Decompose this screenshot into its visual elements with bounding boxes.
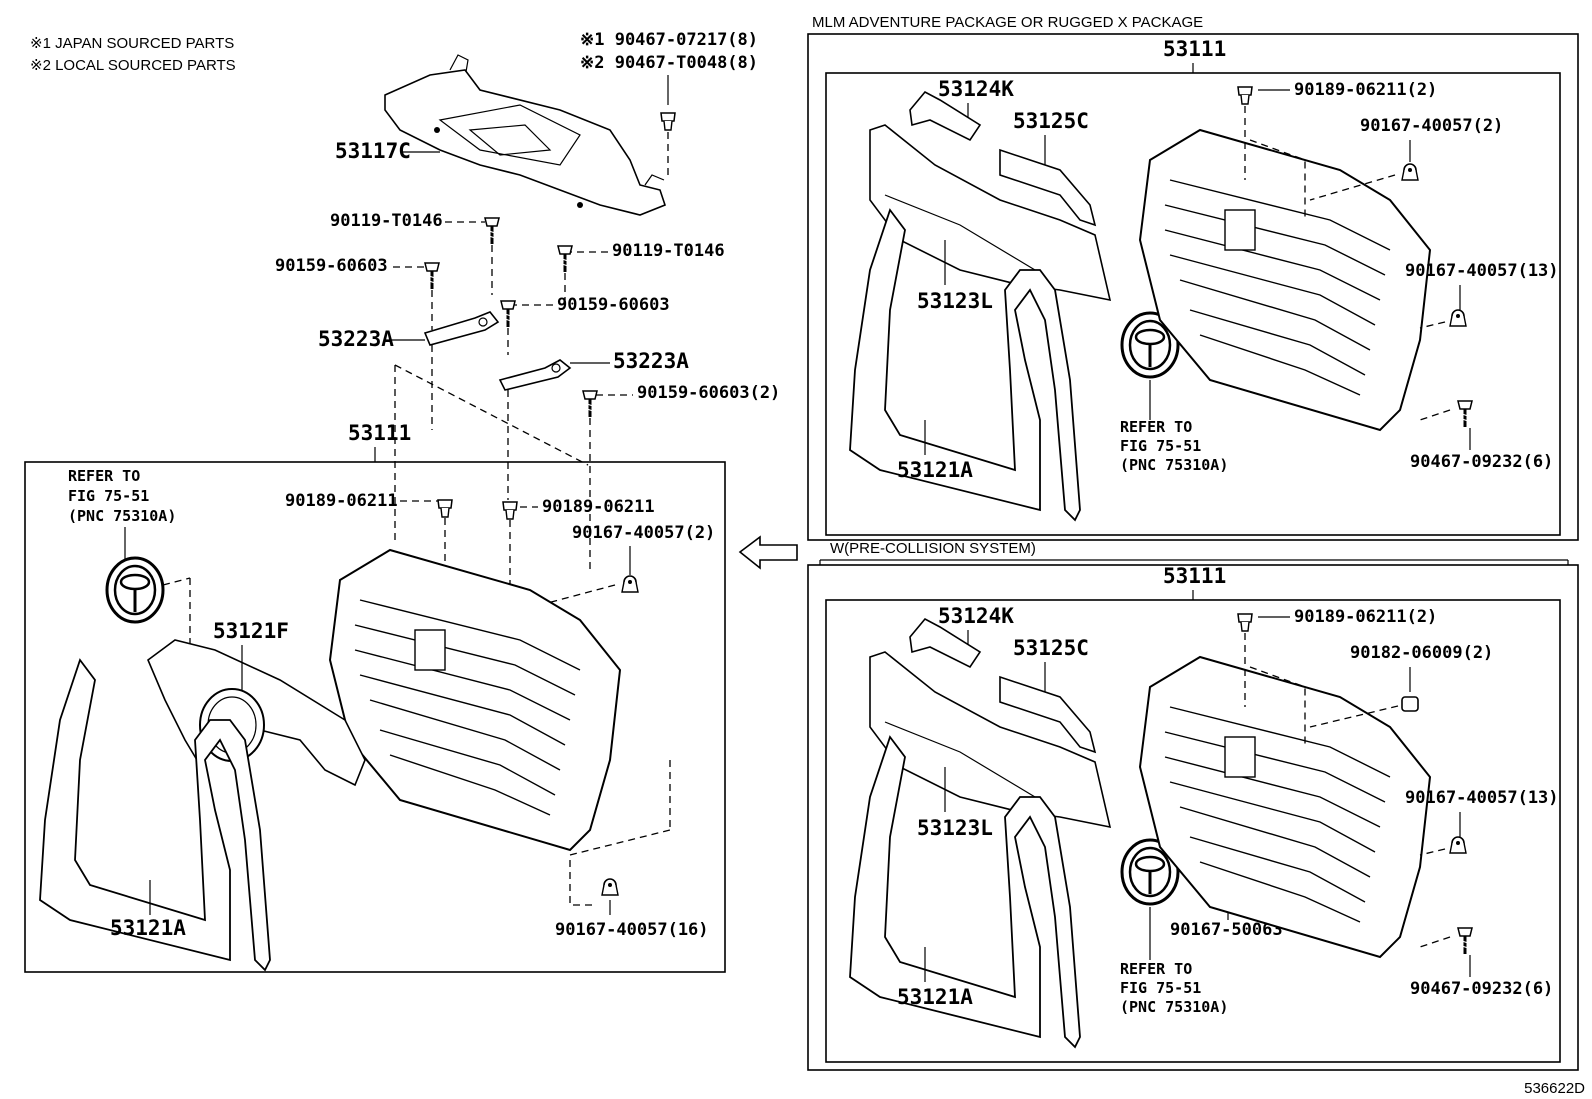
front-grille-bottom-right [1139, 656, 1431, 958]
bottom-right-refer-line1: REFER TO [1120, 960, 1192, 978]
nut-icon [1401, 163, 1419, 181]
label-53121a-top: 53121A [897, 458, 973, 482]
upper-cover-53117c [384, 54, 666, 216]
screw-icon [556, 244, 574, 274]
left-refer-line2: FIG 75-51 [68, 487, 149, 505]
label-screw-a: 90119-T0146 [330, 211, 443, 231]
label-bolt-a: 90159-60603 [275, 256, 388, 276]
top-right-outer-box [807, 33, 1579, 541]
label-53125c-bottom: 53125C [1013, 636, 1089, 660]
part-53125c-bottom [999, 675, 1097, 754]
top-right-refer-line3: (PNC 75310A) [1120, 456, 1228, 474]
clip-icon [1237, 86, 1253, 105]
bolt-icon [499, 299, 517, 329]
header-bottom-right: W(PRE-COLLISION SYSTEM) [830, 540, 1036, 557]
figure-id: 536622D [1524, 1080, 1585, 1097]
top-right-refer-line2: FIG 75-51 [1120, 437, 1201, 455]
label-nut-top-right-a: 90167-40057(2) [1360, 116, 1503, 136]
nut-icon [1401, 696, 1419, 712]
label-clip-b: 90189-06211 [542, 497, 655, 517]
top-right-refer-line1: REFER TO [1120, 418, 1192, 436]
label-nut-bottom-right-d: 90167-50063 [1170, 920, 1283, 940]
header-top-right: MLM ADVENTURE PACKAGE OR RUGGED X PACKAG… [812, 14, 1203, 31]
label-bracket-a: 53223A [318, 327, 394, 351]
left-refer-line3: (PNC 75310A) [68, 507, 176, 525]
label-bracket-b: 53223A [613, 349, 689, 373]
bolt-icon [423, 261, 441, 291]
label-rivet-bottom-right: 90467-09232(6) [1410, 979, 1553, 999]
toyota-emblem-icon [105, 556, 165, 624]
label-clip-local: ※2 90467-T0048(8) [580, 53, 758, 73]
part-53124k-top [909, 90, 982, 142]
clip-icon [660, 112, 676, 131]
nut-icon [1449, 836, 1467, 854]
label-grille-top-right: 53111 [1163, 37, 1226, 61]
clip-icon [437, 499, 453, 518]
label-53117c: 53117C [335, 139, 411, 163]
part-53124k-bottom [909, 617, 982, 669]
label-nut-top-right-b: 90167-40057(13) [1405, 261, 1559, 281]
label-nut-bottom-right-b: 90167-40057(13) [1405, 788, 1559, 808]
bracket-53223a-left [423, 311, 500, 346]
top-right-inner-box [825, 72, 1561, 536]
screw-icon [483, 216, 501, 246]
bottom-right-outer-box [807, 564, 1579, 1071]
note-japan-sourced: ※1 JAPAN SOURCED PARTS [30, 35, 234, 52]
label-clip-bottom-right: 90189-06211(2) [1294, 607, 1437, 627]
bolt-icon [581, 389, 599, 419]
clip-icon [502, 501, 518, 520]
label-53124k-bottom: 53124K [938, 604, 1014, 628]
label-rivet-top-right: 90467-09232(6) [1410, 452, 1553, 472]
bottom-right-refer-line2: FIG 75-51 [1120, 979, 1201, 997]
label-53121a-bottom: 53121A [897, 985, 973, 1009]
label-53123l-top: 53123L [917, 289, 993, 313]
label-53125c-top: 53125C [1013, 109, 1089, 133]
note-local-sourced: ※2 LOCAL SOURCED PARTS [30, 57, 236, 74]
label-clip-japan: ※1 90467-07217(8) [580, 30, 758, 50]
label-grille-left: 53111 [348, 421, 411, 445]
bottom-right-inner-box [825, 599, 1561, 1063]
label-grille-bottom-right: 53111 [1163, 564, 1226, 588]
label-screw-b: 90119-T0146 [612, 241, 725, 261]
label-molding: 53121F [213, 619, 289, 643]
label-bolt-c: 90159-60603(2) [637, 383, 780, 403]
nut-icon [1449, 309, 1467, 327]
label-53123l-bottom: 53123L [917, 816, 993, 840]
arrow-left-icon [738, 535, 798, 570]
nut-icon [601, 878, 619, 896]
bracket-53223a-right [498, 359, 572, 391]
label-nut-b: 90167-40057(16) [555, 920, 709, 940]
label-bolt-b: 90159-60603 [557, 295, 670, 315]
label-clip-a: 90189-06211 [285, 491, 398, 511]
left-refer-line1: REFER TO [68, 467, 140, 485]
part-53125c-top [999, 148, 1097, 227]
clip-icon [1237, 613, 1253, 632]
rivet-icon [1456, 926, 1474, 956]
rivet-icon [1456, 399, 1474, 429]
label-nut-bottom-right-c: 90182-06009(2) [1350, 643, 1493, 663]
front-grille-top-right [1139, 129, 1431, 431]
label-53124k-top: 53124K [938, 77, 1014, 101]
label-frame-left: 53121A [110, 916, 186, 940]
left-assembly-box [24, 461, 726, 973]
label-nut-a: 90167-40057(2) [572, 523, 715, 543]
label-clip-top-right: 90189-06211(2) [1294, 80, 1437, 100]
nut-icon [621, 575, 639, 593]
bottom-right-refer-line3: (PNC 75310A) [1120, 998, 1228, 1016]
